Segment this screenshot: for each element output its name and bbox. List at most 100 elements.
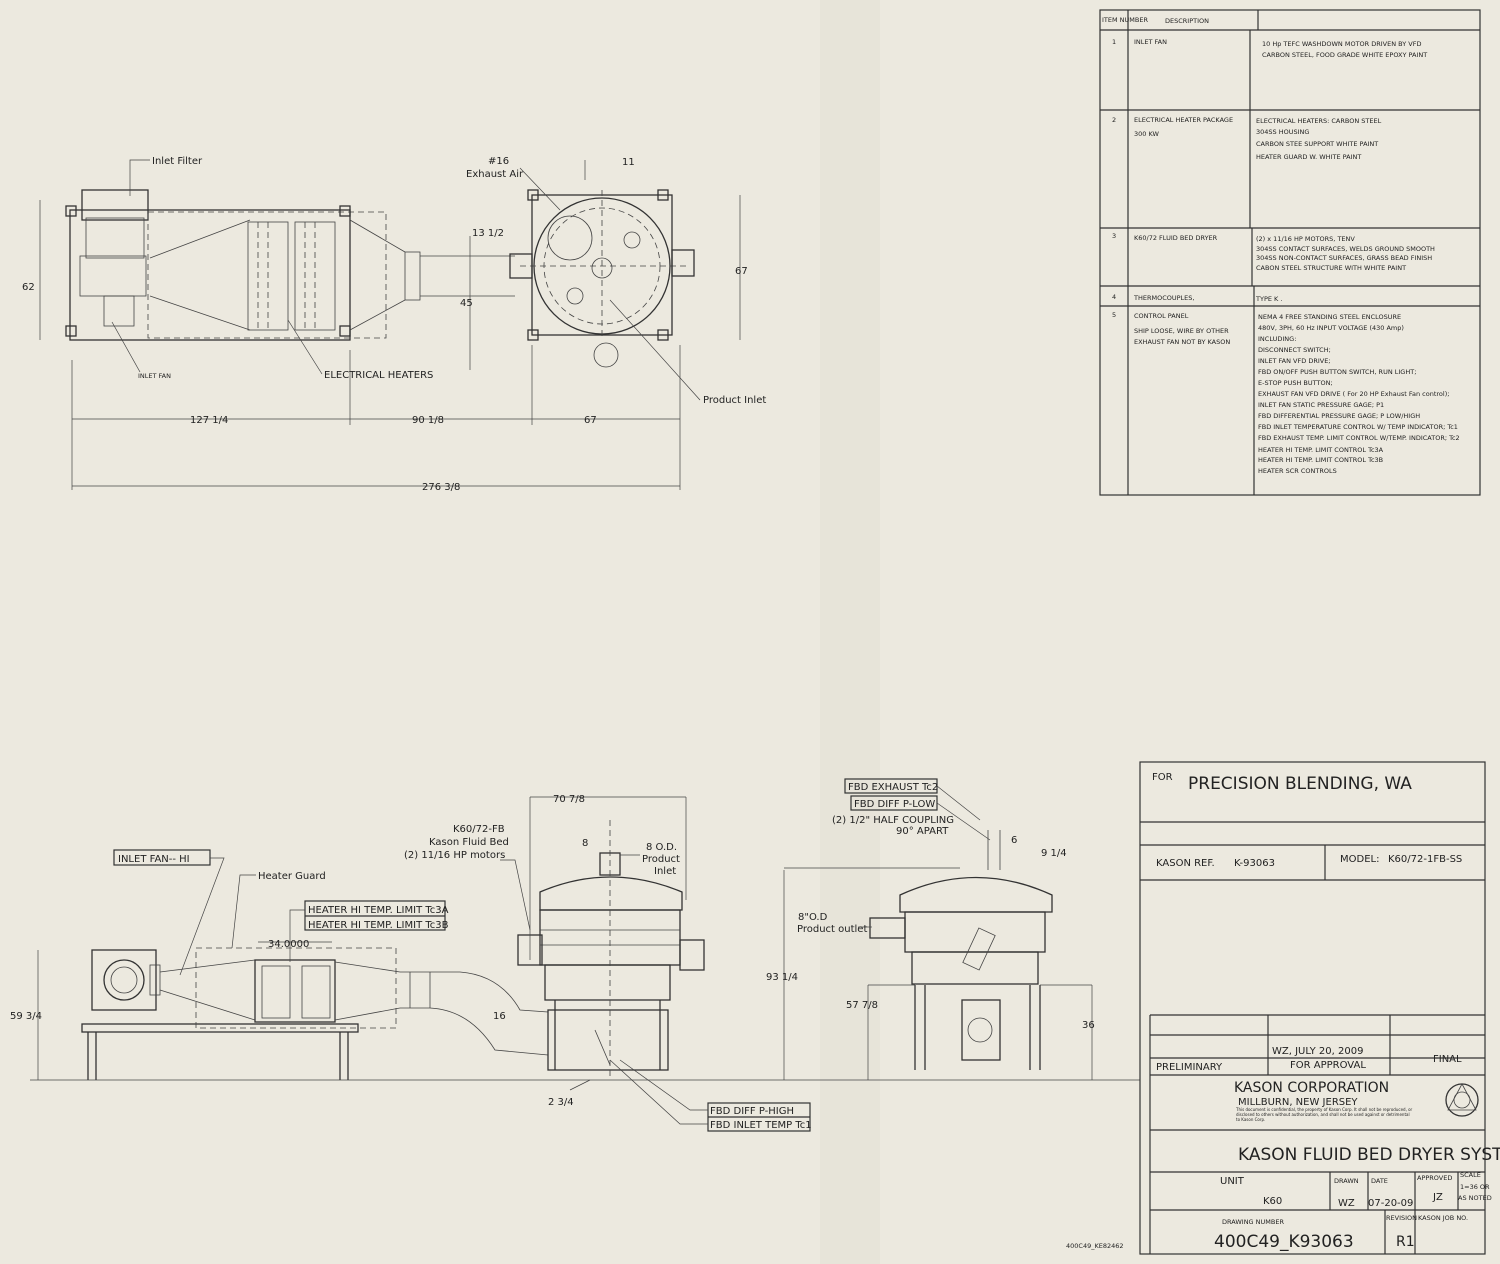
fbd-diff-low-label: FBD DIFF P-LOW: [854, 799, 935, 810]
dim-9-label: 9 1/4: [1041, 848, 1067, 859]
bom-item-2-desc-3: CARBON STEE SUPPORT WHITE PAINT: [1256, 140, 1378, 148]
bom-item-1-num: 1: [1112, 38, 1116, 46]
dim-36-label: 36: [1082, 1020, 1095, 1031]
dim-67-bottom-label: 67: [584, 415, 597, 426]
fbd-inlet-temp-label: FBD INLET TEMP Tc1: [710, 1120, 812, 1131]
apart-label: 90° APART: [896, 826, 949, 837]
dim-276-label: 276 3/8: [422, 482, 460, 493]
bom-item-5-num: 5: [1112, 311, 1116, 319]
heater-limit-a-label: HEATER HI TEMP. LIMIT Tc3A: [308, 905, 449, 916]
dim-8-label: 8: [582, 838, 588, 849]
bom-item-5-desc-line: INLET FAN STATIC PRESSURE GAGE; P1: [1258, 401, 1384, 409]
fold-shade: [820, 0, 880, 1264]
bom-item-1-desc-1: 10 Hp TEFC WASHDOWN MOTOR DRIVEN BY VFD: [1262, 40, 1422, 48]
revision-label: REVISION: [1386, 1214, 1417, 1222]
bom-item-3-num: 3: [1112, 232, 1116, 240]
bom-item-2-name: ELECTRICAL HEATER PACKAGE: [1134, 116, 1233, 124]
bom-item-5-desc-line: INLET FAN VFD DRIVE;: [1258, 357, 1331, 365]
approved-label: APPROVED: [1417, 1174, 1452, 1182]
bom-item-1-name: INLET FAN: [1134, 38, 1167, 46]
bom-item-5-desc-line: FBD ON/OFF PUSH BUTTON SWITCH, RUN LIGHT…: [1258, 368, 1416, 376]
dim-11-label: 11: [622, 157, 635, 168]
drawn-label: DRAWN: [1334, 1177, 1359, 1185]
dim-67-side-label: 67: [735, 266, 748, 277]
dim-127-label: 127 1/4: [190, 415, 228, 426]
bom-item-5-note-1: SHIP LOOSE, WIRE BY OTHER: [1134, 327, 1229, 335]
drawing-number-label: DRAWING NUMBER: [1222, 1218, 1284, 1226]
for-approval-label: FOR APPROVAL: [1290, 1060, 1366, 1071]
dim-70-label: 70 7/8: [553, 794, 585, 805]
inlet-filter-label: Inlet Filter: [152, 156, 203, 167]
electrical-heaters-label: ELECTRICAL HEATERS: [324, 370, 433, 381]
bom-header-item: ITEM NUMBER: [1102, 16, 1148, 24]
bom-item-5-note-2: EXHAUST FAN NOT BY KASON: [1134, 338, 1230, 346]
date-label: DATE: [1371, 1177, 1388, 1185]
dim-2-75-label: 2 3/4: [548, 1097, 574, 1108]
fbd-exhaust-label: FBD EXHAUST Tc2: [848, 782, 938, 793]
bom-item-5-desc-line: DISCONNECT SWITCH;: [1258, 346, 1331, 354]
bom-item-5-desc-line: EXHAUST FAN VFD DRIVE ( For 20 HP Exhaus…: [1258, 390, 1449, 398]
date-value: 07-20-09: [1368, 1198, 1413, 1209]
dryer-model-label: K60/72-FB: [453, 824, 505, 835]
model-value: K60/72-1FB-SS: [1388, 854, 1462, 865]
kason-ref-label: KASON REF.: [1156, 858, 1215, 869]
fbd-diff-high-label: FBD DIFF P-HIGH: [710, 1106, 794, 1117]
bom-item-5-desc-line: FBD EXHAUST TEMP. LIMIT CONTROL W/TEMP. …: [1258, 434, 1460, 442]
bom-item-2-desc-1: ELECTRICAL HEATERS: CARBON STEEL: [1256, 117, 1382, 125]
side-view-labels: INLET FAN-- HI Heater Guard HEATER HI TE…: [10, 782, 1095, 1131]
dim-90-label: 90 1/8: [412, 415, 444, 426]
half-coupling-label: (2) 1/2" HALF COUPLING: [832, 815, 954, 826]
top-plan-view: [39, 159, 741, 490]
drawing-number-value: 400C49_K93063: [1214, 1232, 1354, 1252]
bom-item-2-desc-2: 304SS HOUSING: [1256, 128, 1309, 136]
bom-item-5-desc-line: FBD INLET TEMPERATURE CONTROL W/ TEMP IN…: [1258, 423, 1458, 431]
unit-value: K60: [1263, 1196, 1282, 1207]
dim-59-label: 59 3/4: [10, 1011, 42, 1022]
footer-reference: 400C49_KE82462: [1066, 1242, 1124, 1250]
exhaust-size-label: #16: [488, 156, 509, 167]
scale-value: 1=36 OR: [1460, 1183, 1490, 1191]
od-8b-label: 8"O.D: [798, 912, 828, 923]
dim-62-label: 62: [22, 282, 35, 293]
bom-item-5-desc-line: HEATER HI TEMP. LIMIT CONTROL Tc3A: [1258, 446, 1384, 454]
heater-limit-b-label: HEATER HI TEMP. LIMIT Tc3B: [308, 920, 449, 931]
title-block: FOR PRECISION BLENDING, WA KASON REF. K-…: [1139, 761, 1500, 1255]
dim-45-label: 45: [460, 298, 473, 309]
bom-item-3-desc-4: CABON STEEL STRUCTURE WITH WHITE PAINT: [1256, 264, 1406, 272]
company-logo: [1445, 1083, 1479, 1117]
inlet-fan-label: INLET FAN: [138, 372, 171, 380]
bom-item-2-num: 2: [1112, 116, 1116, 124]
approval-signature: WZ, JULY 20, 2009: [1272, 1046, 1363, 1057]
product-outlet-label: Product outlet: [797, 924, 867, 935]
confidential-notice: This document is confidential, the prope…: [1236, 1107, 1413, 1122]
drawn-value: WZ: [1338, 1198, 1355, 1209]
for-label: FOR: [1152, 772, 1173, 783]
bom-item-1-desc-2: CARBON STEEL, FOOD GRADE WHITE EPOXY PAI…: [1262, 51, 1427, 59]
bill-of-materials: ITEM NUMBER DESCRIPTION 1 INLET FAN 10 H…: [1099, 9, 1481, 496]
bom-item-4-desc-1: TYPE K .: [1255, 295, 1282, 303]
approved-value: JZ: [1432, 1192, 1443, 1203]
company-name: KASON CORPORATION: [1234, 1080, 1389, 1096]
dim-34-label: 34.0000: [268, 939, 309, 950]
bom-item-5-desc-line: FBD DIFFERENTIAL PRESSURE GAGE; P LOW/HI…: [1258, 412, 1420, 420]
model-label: MODEL:: [1340, 854, 1379, 865]
bom-item-5-desc-line: 480V, 3PH, 60 Hz INPUT VOLTAGE (430 Amp): [1258, 324, 1404, 332]
bom-item-5-desc-line: NEMA 4 FREE STANDING STEEL ENCLOSURE: [1258, 313, 1401, 321]
scale-value-2: AS NOTED: [1458, 1194, 1492, 1202]
bom-header-desc: DESCRIPTION: [1165, 17, 1209, 25]
od-8-label: 8 O.D.: [646, 842, 677, 853]
inlet-fan-hi-label: INLET FAN-- HI: [118, 854, 190, 865]
dim-16-label: 16: [493, 1011, 506, 1022]
confidential-notice-box: This document is confidential, the prope…: [1236, 1107, 1413, 1122]
fluid-bed-label: Kason Fluid Bed: [429, 837, 509, 848]
final-label: FINAL: [1433, 1054, 1462, 1065]
top-view-labels: Inlet Filter #16 Exhaust Air 11 13 1/2 6…: [22, 156, 766, 493]
preliminary-label: PRELIMINARY: [1156, 1062, 1223, 1073]
bom-item-3-desc-1: (2) x 11/16 HP MOTORS, TENV: [1256, 235, 1355, 243]
bom-item-3-desc-3: 304SS NON-CONTACT SURFACES, GRASS BEAD F…: [1256, 254, 1432, 262]
bom-item-5-desc: NEMA 4 FREE STANDING STEEL ENCLOSURE 480…: [1258, 313, 1460, 475]
product-label: Product: [642, 854, 680, 865]
revision-value: R1: [1396, 1234, 1415, 1250]
bom-item-3-name: K60/72 FLUID BED DRYER: [1134, 234, 1218, 242]
